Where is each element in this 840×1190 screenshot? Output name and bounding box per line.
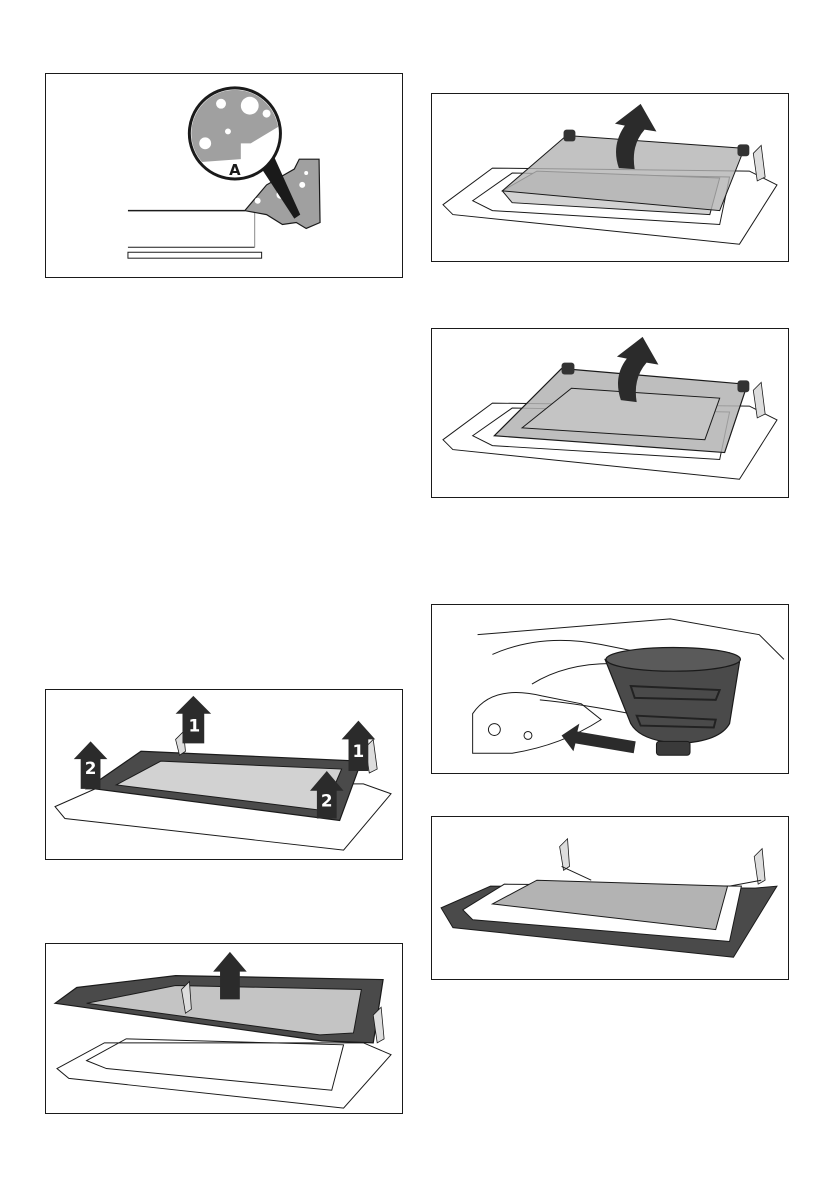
glass-lift-illustration bbox=[432, 94, 788, 261]
figure-glass-lift-1 bbox=[431, 93, 789, 262]
seal-cap bbox=[605, 647, 740, 755]
step-label: 1 bbox=[353, 741, 365, 761]
figure-hinge-detail: A bbox=[45, 73, 403, 278]
outer-glass-illustration bbox=[46, 944, 402, 1113]
step-label: 1 bbox=[189, 716, 201, 736]
right-arrow-icon bbox=[562, 724, 636, 754]
glass-lift-illustration-2 bbox=[432, 329, 788, 497]
figure-outer-glass-lift bbox=[45, 943, 403, 1114]
figure-frame-install bbox=[431, 816, 789, 980]
hinge-detail-illustration: A bbox=[46, 74, 402, 277]
seal-insert-illustration bbox=[432, 605, 788, 773]
figure-door-frame-removal: 1 1 2 2 bbox=[45, 689, 403, 860]
magnifier-callout-icon: A bbox=[185, 84, 284, 179]
callout-label: A bbox=[229, 161, 241, 179]
step-label: 2 bbox=[321, 791, 333, 811]
figure-seal-insert bbox=[431, 604, 789, 774]
door-frame-illustration: 1 1 2 2 bbox=[46, 690, 402, 859]
figure-glass-lift-2 bbox=[431, 328, 789, 498]
frame-install-illustration bbox=[432, 817, 788, 979]
step-label: 2 bbox=[85, 758, 97, 778]
